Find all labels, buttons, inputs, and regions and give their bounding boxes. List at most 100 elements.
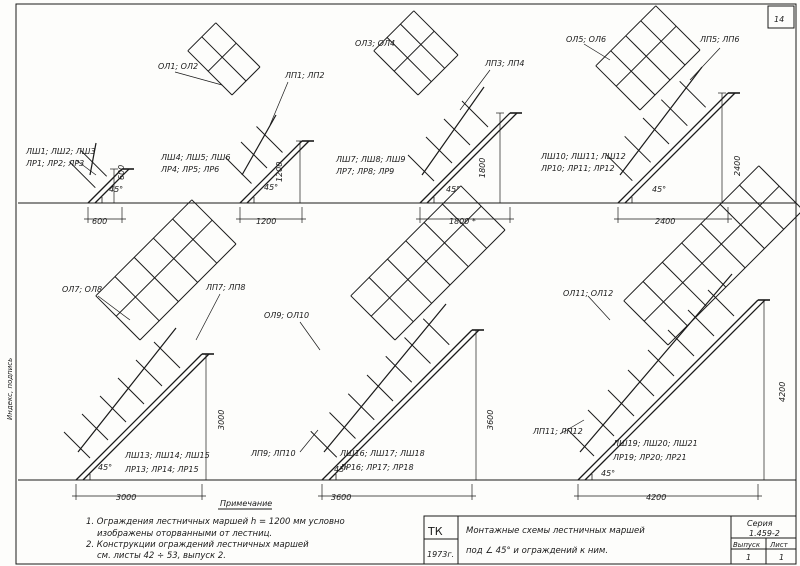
fence-mid-2 [393,30,435,72]
fence-post-6-4 [423,222,469,268]
handrail-post-2-1 [225,157,252,184]
length-dim-1: 600 [92,217,107,226]
fence-post-7-0 [623,300,669,346]
handrail-post-3-3 [443,118,471,146]
rail-label-5: ОЛ7; ОЛ8 [62,285,102,294]
stair-stringer-a-6 [321,329,473,481]
angle-label-5: 45° [98,463,112,472]
stair-stringer-a-7 [577,299,759,481]
side-stamp: Индекс, подпись [6,358,14,420]
handrail-3 [421,86,485,176]
handrail-7 [579,273,733,453]
handrail-post-5-4 [117,377,145,405]
leader-stair-4 [689,47,721,81]
fence-top-5 [95,199,193,297]
page-number-box [767,5,795,29]
mark-label-6b: ЛР16; ЛР17; ЛР18 [339,463,414,472]
mark-label-1a: ЛШ1; ЛШ2; ЛШ3 [25,147,95,156]
handrail-post-7-8 [707,289,735,317]
mark-label-3a: ЛШ7; ЛШ8; ЛШ9 [335,155,405,164]
height-dim-6: 3600 [486,410,495,430]
rail-label-3: ОЛ5; ОЛ6 [566,35,606,44]
fence-post-3-0 [595,65,641,111]
stair-stringer-a-4 [617,92,729,204]
handrail-4 [619,66,703,176]
stair-stringer-a-5 [75,353,203,481]
leader-stair-3 [459,69,491,111]
fence-post-7-3 [681,242,727,288]
mark-label-5b: ЛР13; ЛР14; ЛР15 [124,465,199,474]
title-block [423,515,797,565]
mark-label-4a: ЛШ10; ЛШ11; ЛШ12 [540,152,626,161]
leader-stair-2 [269,81,289,126]
fence-post-7-4 [700,223,746,269]
leader-rail-7 [587,295,611,321]
fence-post-5-4 [172,218,218,264]
fence-post-1-2 [215,22,261,68]
series-value: 1.459-2 [749,529,780,538]
handrail-post-7-2 [587,409,615,437]
stair-stringer-b-3 [426,112,518,204]
leader-mark-1 [75,159,97,176]
fence-post-3-3 [640,20,686,66]
angle-label-3: 45° [446,185,460,194]
fence-post-6-3 [405,240,451,286]
fence-post-6-6 [460,185,506,231]
handrail-post-6-2 [329,412,356,439]
handrail-post-4-1 [605,154,633,182]
stair-stringer-b-1 [94,168,130,204]
stair-stringer-b-2 [246,140,310,204]
length-dim-3: 1800 * [449,217,476,226]
fence-post-5-5 [191,199,237,245]
handrail-post-4-2 [624,135,652,163]
fence-post-6-1 [368,277,414,323]
length-dim-7: 4200 [646,493,666,502]
handrail-post-6-1 [310,430,338,458]
fence-post-5-1 [114,276,160,322]
title-line-2: под ∠ 45° и ограждений к ним. [466,546,608,556]
length-dim-4: 2400 [655,217,675,226]
fence-post-2-0 [373,50,419,96]
handrail-post-6-6 [404,337,431,364]
handrail-post-3-1 [407,154,435,182]
mark-label-1b: ЛР1; ЛР2; ЛР3 [25,159,84,168]
fence-top-7 [623,165,760,302]
fence-post-3-2 [625,35,671,81]
page-number: 14 [774,15,784,24]
stair-stringer-b-5 [82,353,210,481]
leader-rail-5 [97,295,131,321]
handrail-post-7-4 [627,369,655,397]
handrail-post-7-7 [687,309,715,337]
mark-label-7a: ЛШ19; ЛШ20; ЛШ21 [612,439,698,448]
note-line-4: см. листы 42 ÷ 53, выпуск 2. [97,551,226,561]
handrail-post-3-4 [461,100,489,128]
handrail-post-1-2 [80,149,108,177]
fence-bottom-2 [417,54,459,96]
mark-label-3b: ЛР7; ЛР8; ЛР9 [335,167,394,176]
fence-mid-7 [643,185,780,322]
handrail-5 [77,327,177,453]
mark-label-4b: ЛР10; ЛР11; ЛР12 [540,164,615,173]
stair-stringer-b-4 [624,92,736,204]
title-line-1: Монтажные схемы лестничных маршей [466,526,645,536]
angle-label-2: 45° [264,183,278,192]
leader-rail-6 [299,321,321,351]
stair-label-3: ЛП5; ЛП6 [699,35,739,44]
stair-stringer-a-2 [239,140,303,204]
fence-post-3-4 [655,5,701,51]
fence-post-1-1 [201,36,247,82]
series-label: Серия [747,519,773,528]
angle-label-7: 45° [601,469,615,478]
fence-bottom-7 [667,212,800,346]
notes-heading: Примечание [220,499,272,508]
handrail-post-5-3 [99,395,127,423]
stair-stringer-a-3 [419,112,511,204]
fence-post-5-3 [153,237,198,283]
leader-rail-4 [583,43,611,61]
note-line-2: изображены оторванными от лестниц. [97,529,272,539]
stair-label-6: ЛП9; ЛП10 [250,449,296,458]
note-line-1: 1. Ограждения лестничных маршей h = 1200… [86,517,345,527]
handrail-post-5-1 [63,431,91,459]
leader-stair-5 [195,293,221,341]
